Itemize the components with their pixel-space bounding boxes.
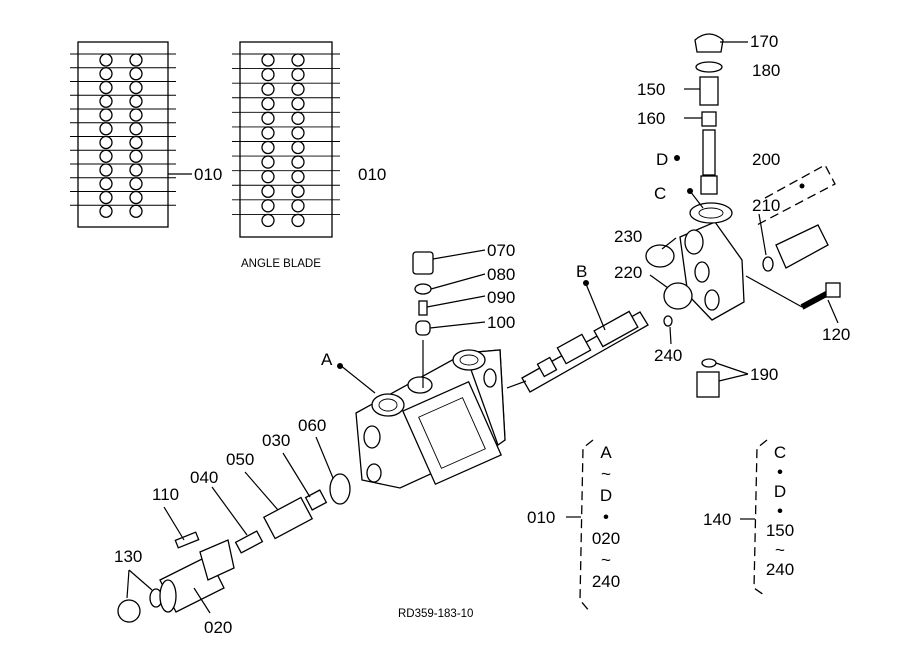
plug-190 [696, 358, 720, 398]
bracket-line: • [603, 508, 609, 527]
callout-150: 150 [637, 80, 665, 99]
dot-b [583, 280, 589, 286]
ref-d-label: D [656, 150, 668, 169]
o-ring-240 [663, 315, 673, 327]
callout-180: 180 [752, 61, 780, 80]
dot-group-200 [799, 183, 805, 189]
parts-020-130 [117, 473, 351, 623]
callout-090: 090 [487, 288, 515, 307]
bracket-line: D [600, 486, 612, 505]
bracket-line: ~ [601, 465, 611, 484]
callout-240: 240 [654, 346, 682, 365]
bracket-line: C [774, 443, 786, 462]
callout-050: 050 [226, 450, 254, 469]
bracket-140-contents: C•D•150~240 [766, 443, 794, 579]
callout-200: 200 [752, 150, 780, 169]
bracket-010-part: 010 [527, 508, 555, 527]
bracket-line: 240 [592, 572, 620, 591]
bracket-line: ~ [601, 551, 611, 570]
leader-lines [126, 41, 839, 614]
plug-assembly-210 [762, 224, 829, 272]
angle-blade-label: ANGLE BLADE [241, 258, 321, 270]
dot-a [337, 363, 343, 369]
callout-060: 060 [298, 416, 326, 435]
callout-220: 220 [614, 263, 642, 282]
bolt-120 [800, 282, 841, 310]
bracket-line: • [777, 463, 783, 482]
callout-020: 020 [204, 618, 232, 637]
bracket-line: ~ [775, 541, 785, 560]
parts-070-100 [412, 251, 434, 336]
bracket-line: 020 [592, 529, 620, 548]
bracket-140-part: 140 [703, 510, 731, 529]
callout-160: 160 [637, 109, 665, 128]
callout-120: 120 [822, 325, 850, 344]
end-section-body [679, 202, 745, 321]
bracket-line: 240 [766, 560, 794, 579]
callout-110: 110 [152, 485, 179, 504]
callout-230: 230 [614, 227, 642, 246]
callout-170: 170 [750, 32, 778, 51]
callout-130: 130 [114, 547, 142, 566]
spool [521, 310, 649, 393]
valve-stack-angle-blade [232, 41, 340, 238]
callout-030: 030 [262, 431, 290, 450]
callout-190: 190 [750, 365, 778, 384]
bracket-line: A [600, 443, 612, 462]
bracket-010-contents: A ~ D • 020 ~240 [592, 443, 620, 591]
valve-body-section [355, 349, 506, 489]
ref-c-label: C [654, 184, 666, 203]
ref-b-label: B [576, 262, 587, 281]
ref-a-label: A [321, 350, 333, 369]
callout-040: 040 [190, 468, 218, 487]
o-ring-220 [663, 282, 693, 310]
relief-valve-stack [694, 33, 724, 195]
bracket-line: • [777, 502, 783, 521]
dot-d [674, 155, 680, 161]
callout-080: 080 [487, 265, 515, 284]
callout-010-right: 010 [358, 165, 386, 184]
bracket-line: 150 [766, 521, 794, 540]
callout-010-left: 010 [194, 165, 222, 184]
drawing-code: RD359-183-10 [398, 608, 473, 620]
dot-c [687, 188, 693, 194]
callout-100: 100 [487, 313, 515, 332]
o-ring-230 [645, 244, 675, 268]
valve-stack-left [70, 41, 176, 228]
bracket-010-line [579, 439, 594, 613]
group-200-boundary [754, 164, 836, 227]
bracket-140-line [753, 439, 768, 596]
callout-210: 210 [752, 196, 780, 215]
callout-070: 070 [487, 241, 515, 260]
bracket-line: D [774, 482, 786, 501]
